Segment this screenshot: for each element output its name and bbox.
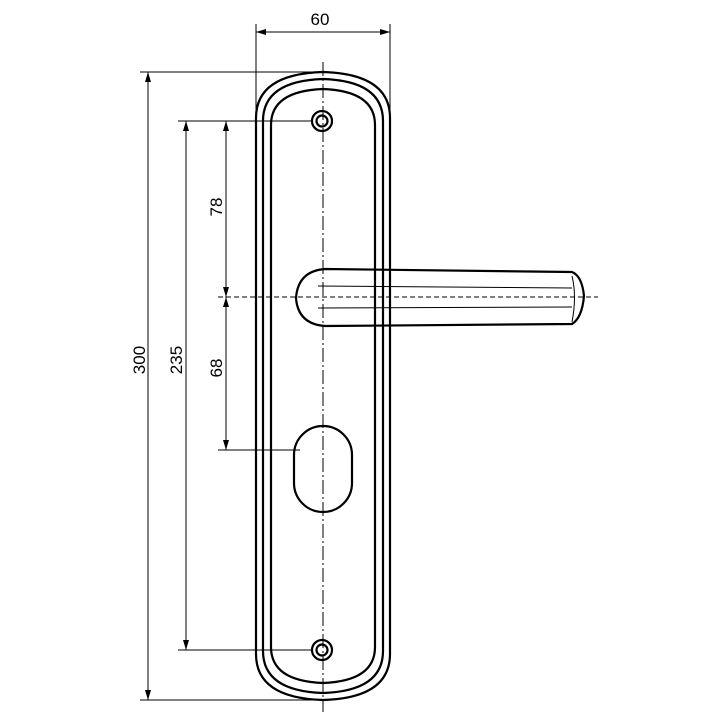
total-height-dimension-label: 300 bbox=[130, 346, 149, 374]
backplate-inner-bevel bbox=[261, 77, 385, 695]
backplate-outer-outline bbox=[254, 70, 392, 702]
backplate-face bbox=[269, 87, 377, 685]
width-dimension bbox=[255, 24, 391, 110]
keyhole-slot bbox=[292, 424, 354, 514]
screw-spacing-dimension-label: 235 bbox=[167, 346, 186, 374]
width-dimension-label: 60 bbox=[311, 10, 330, 29]
top-to-handle-dimension bbox=[223, 121, 229, 297]
total-height-dimension bbox=[140, 71, 330, 701]
screw-spacing-dimension bbox=[178, 120, 312, 651]
top-to-handle-dimension-label: 78 bbox=[207, 198, 226, 217]
handle-to-keyhole-dimension-label: 68 bbox=[207, 359, 226, 378]
lever-handle-outline bbox=[294, 267, 586, 328]
lever-handle-highlight-line bbox=[317, 275, 575, 323]
top-screw-icon bbox=[310, 109, 334, 133]
handle-to-keyhole-dimension bbox=[223, 297, 229, 450]
bottom-screw-icon bbox=[310, 638, 334, 662]
